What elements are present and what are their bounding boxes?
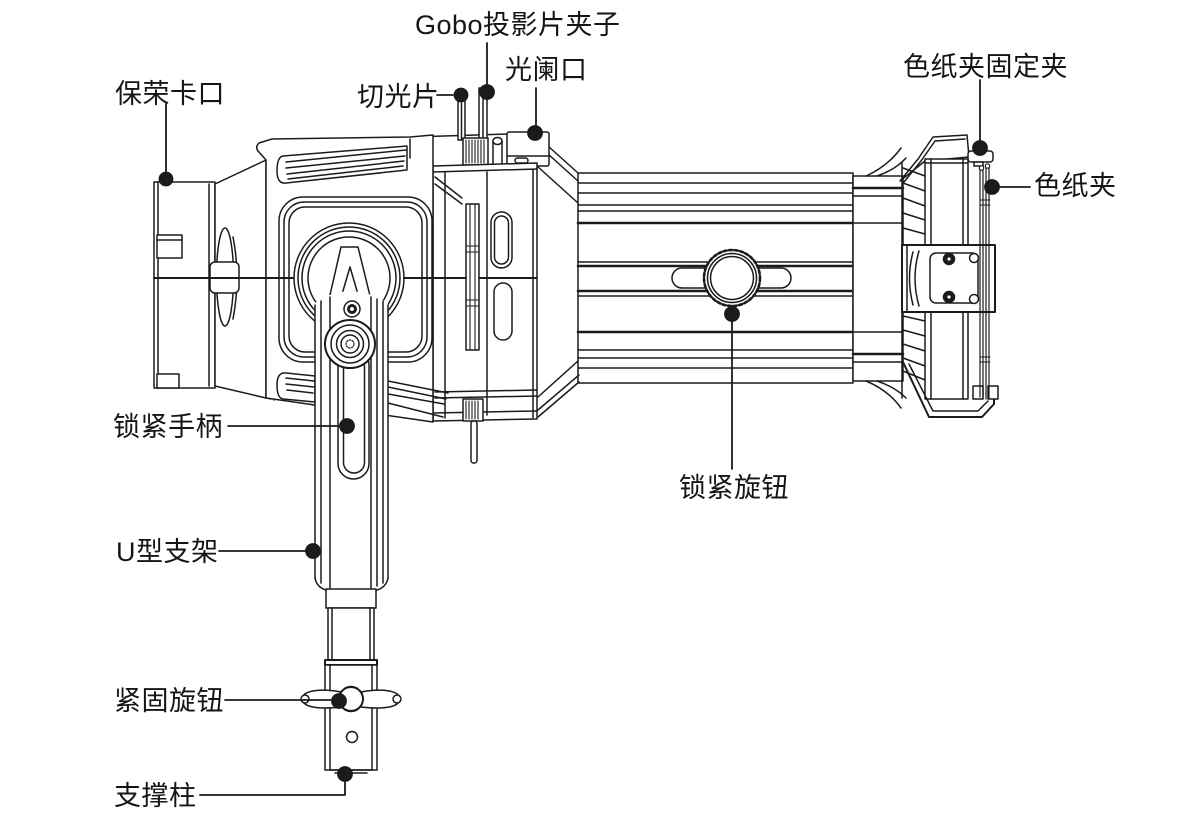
label-u-bracket: U型支架 xyxy=(116,537,219,567)
gobo-tower-drawing xyxy=(411,87,580,464)
aperture-slot-shape xyxy=(465,203,480,351)
label-locking-knob: 锁紧旋钮 xyxy=(679,473,789,503)
front-hood-drawing xyxy=(899,134,999,418)
support-column-drawing xyxy=(300,588,402,774)
label-bowens-mount: 保荣卡口 xyxy=(115,79,225,109)
label-locking-handle: 锁紧手柄 xyxy=(113,412,223,442)
hood-clamp-plate xyxy=(901,244,996,313)
leader-lines xyxy=(158,42,1031,796)
fastening-knob-shape xyxy=(300,685,402,713)
label-aperture-slot: 光阑口 xyxy=(505,55,588,85)
label-gobo-slide-clip: Gobo投影片夹子 xyxy=(415,10,621,40)
label-fastening-knob: 紧固旋钮 xyxy=(114,686,224,716)
u-bracket-drawing xyxy=(314,291,389,592)
inner-tube-drawing xyxy=(851,147,907,409)
label-cutting-blade: 切光片 xyxy=(357,82,440,112)
barrel-drawing xyxy=(576,172,855,384)
bowens-mount-drawing xyxy=(153,181,216,389)
label-gel-clip: 色纸夹 xyxy=(1034,171,1117,201)
label-support-column: 支撑柱 xyxy=(114,781,197,811)
label-gel-clip-fixing-clip: 色纸夹固定夹 xyxy=(903,52,1068,82)
gel-clip-rods xyxy=(978,163,991,400)
locking-knob-shape xyxy=(702,248,762,308)
